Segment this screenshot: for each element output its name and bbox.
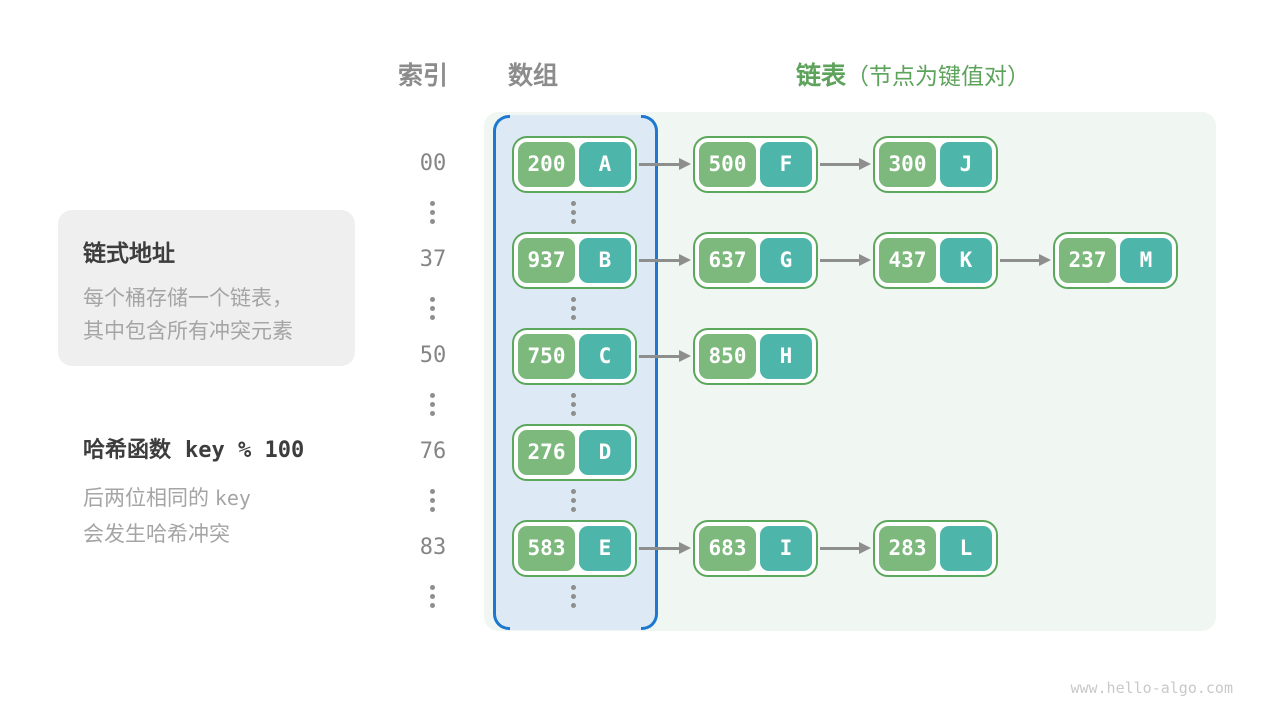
value-cell: M xyxy=(1120,237,1172,283)
key-cell: 237 xyxy=(1059,237,1116,283)
next-pointer-arrow xyxy=(639,253,691,267)
next-pointer-arrow xyxy=(639,349,691,363)
array-ellipsis-dots xyxy=(571,585,576,608)
value-cell: C xyxy=(579,333,631,379)
index-ellipsis-dots xyxy=(430,585,435,608)
hash-function-title: 哈希函数 key % 100 xyxy=(83,432,304,464)
array-column-header: 数组 xyxy=(508,62,559,90)
list-column-header: 链表（节点为键值对） xyxy=(796,56,1030,92)
index-ellipsis-dots xyxy=(430,297,435,320)
chaining-note-box: 链式地址 每个桶存储一个链表， 其中包含所有冲突元素 xyxy=(58,210,355,366)
index-ellipsis-dots xyxy=(430,489,435,512)
value-cell: D xyxy=(579,429,631,475)
array-ellipsis-dots xyxy=(571,489,576,512)
value-cell: K xyxy=(940,237,992,283)
value-cell: B xyxy=(579,237,631,283)
key-cell: 437 xyxy=(879,237,936,283)
hash-note-line-2: 会发生哈希冲突 xyxy=(83,523,230,546)
arrow-head xyxy=(679,350,691,362)
array-ellipsis-dots xyxy=(571,297,576,320)
hash-function-label: 哈希函数 xyxy=(83,437,172,462)
arrow-head xyxy=(859,254,871,266)
arrow-shaft xyxy=(820,162,859,166)
array-ellipsis-dots xyxy=(571,201,576,224)
key-cell: 583 xyxy=(518,525,575,571)
hash-function-formula: key % 100 xyxy=(185,438,305,463)
arrow-shaft xyxy=(639,546,679,550)
arrow-shaft xyxy=(639,354,679,358)
index-column-header: 索引 xyxy=(398,62,449,90)
index-label: 76 xyxy=(419,439,447,464)
value-cell: G xyxy=(760,237,812,283)
hash-function-note: 哈希函数 key % 100 后两位相同的 key 会发生哈希冲突 xyxy=(83,432,304,553)
next-pointer-arrow xyxy=(820,541,871,555)
next-pointer-arrow xyxy=(820,157,871,171)
key-cell: 276 xyxy=(518,429,575,475)
key-cell: 683 xyxy=(699,525,756,571)
arrow-shaft xyxy=(820,546,859,550)
next-pointer-arrow xyxy=(639,157,691,171)
next-pointer-arrow xyxy=(1000,253,1051,267)
arrow-shaft xyxy=(639,162,679,166)
arrow-head xyxy=(679,254,691,266)
value-cell: I xyxy=(760,525,812,571)
index-label: 50 xyxy=(419,343,447,368)
value-cell: F xyxy=(760,141,812,187)
note-box-title: 链式地址 xyxy=(83,240,175,266)
arrow-shaft xyxy=(1000,258,1039,262)
note-box-line-2: 其中包含所有冲突元素 xyxy=(83,320,293,343)
note-box-line-1: 每个桶存储一个链表， xyxy=(83,287,293,310)
key-cell: 500 xyxy=(699,141,756,187)
key-cell: 937 xyxy=(518,237,575,283)
index-ellipsis-dots xyxy=(430,201,435,224)
arrow-head xyxy=(859,158,871,170)
key-cell: 750 xyxy=(518,333,575,379)
value-cell: E xyxy=(579,525,631,571)
index-ellipsis-dots xyxy=(430,393,435,416)
arrow-shaft xyxy=(820,258,859,262)
list-header-annotation: （节点为键值对） xyxy=(846,63,1031,89)
key-code-inline: key xyxy=(214,486,251,510)
value-cell: J xyxy=(940,141,992,187)
key-cell: 200 xyxy=(518,141,575,187)
list-header-label: 链表 xyxy=(796,62,847,90)
key-cell: 300 xyxy=(879,141,936,187)
arrow-shaft xyxy=(639,258,679,262)
array-ellipsis-dots xyxy=(571,393,576,416)
key-cell: 283 xyxy=(879,525,936,571)
arrow-head xyxy=(859,542,871,554)
next-pointer-arrow xyxy=(820,253,871,267)
index-label: 00 xyxy=(419,151,447,176)
next-pointer-arrow xyxy=(639,541,691,555)
value-cell: H xyxy=(760,333,812,379)
index-label: 37 xyxy=(419,247,447,272)
array-left-bracket xyxy=(493,115,510,630)
key-cell: 637 xyxy=(699,237,756,283)
watermark: www.hello-algo.com xyxy=(1070,679,1233,697)
index-label: 83 xyxy=(419,535,447,560)
arrow-head xyxy=(679,542,691,554)
value-cell: L xyxy=(940,525,992,571)
arrow-head xyxy=(1039,254,1051,266)
key-cell: 850 xyxy=(699,333,756,379)
arrow-head xyxy=(679,158,691,170)
value-cell: A xyxy=(579,141,631,187)
hash-note-line-1: 后两位相同的 key xyxy=(83,486,251,510)
